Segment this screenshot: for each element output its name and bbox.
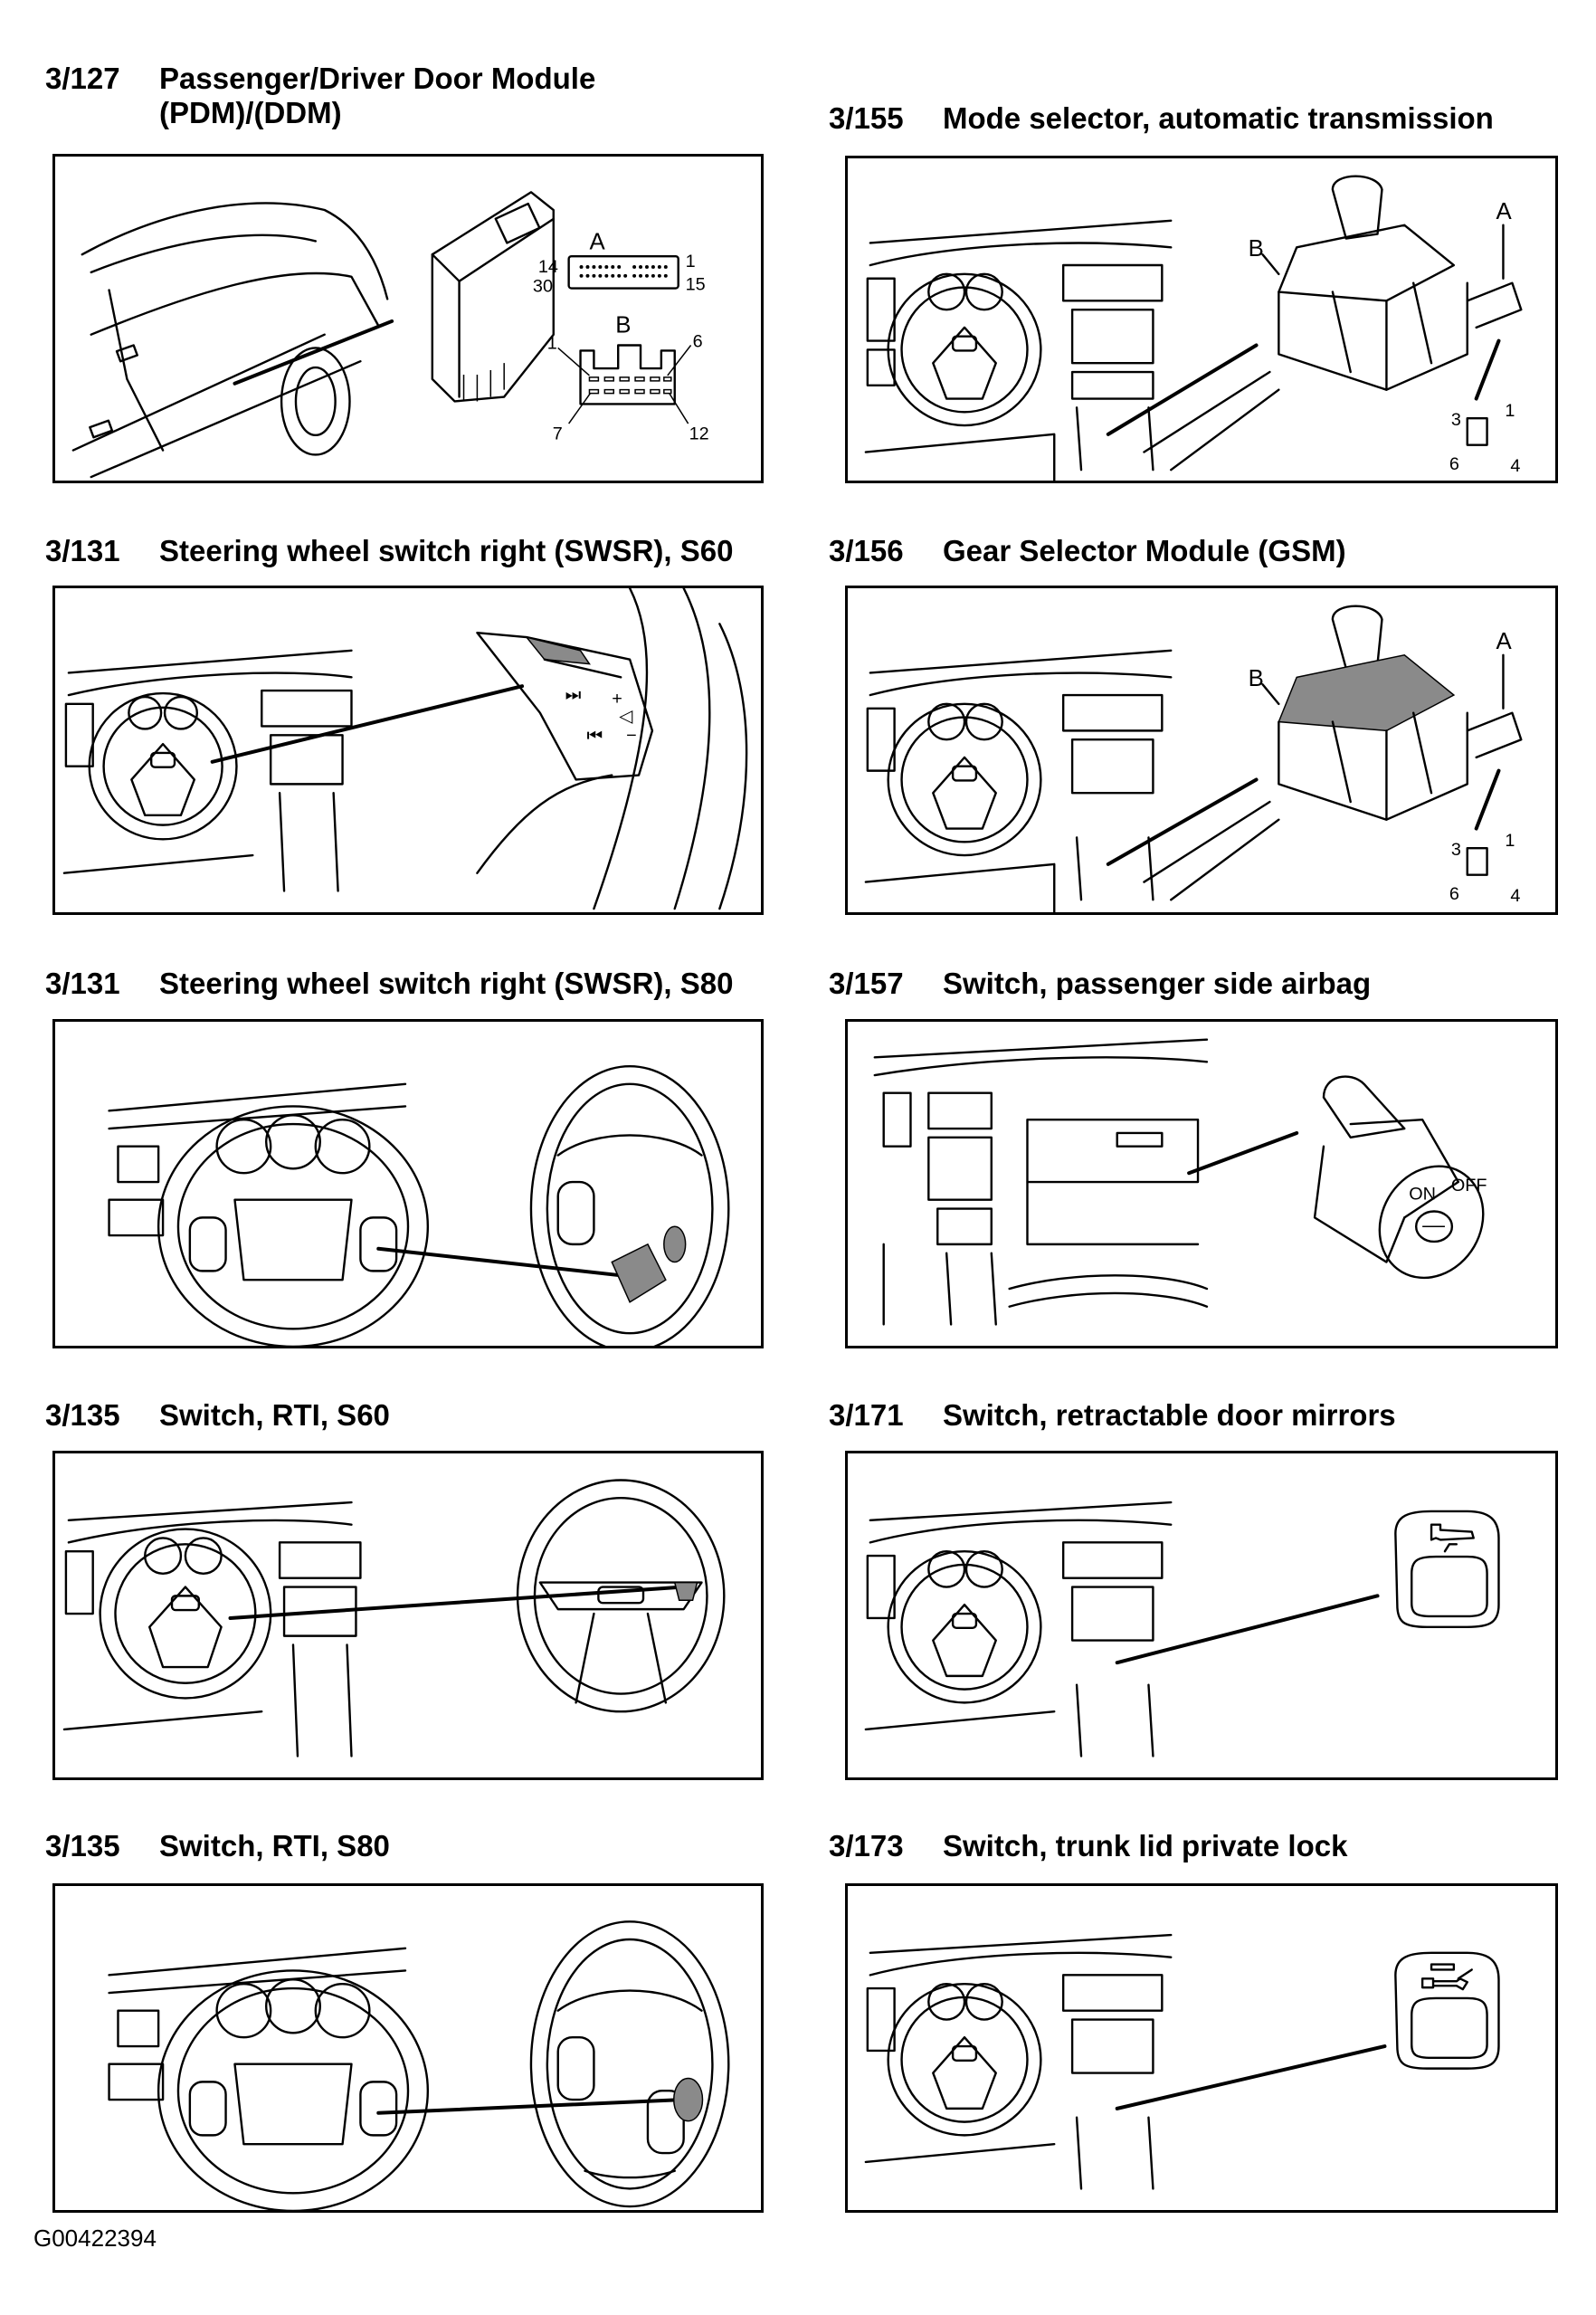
trunk-lock-illustration [848, 1886, 1555, 2210]
volume-plus-icon: + [612, 689, 622, 709]
heading-rti-s80: 3/135 Switch, RTI, S80 [45, 1829, 390, 1863]
mirror-icon [1431, 1525, 1474, 1540]
callout-b: B [1249, 236, 1264, 262]
pin-3: 3 [1451, 840, 1461, 860]
leader-line [378, 1249, 621, 1276]
airbag-on-label: ON [1409, 1185, 1436, 1205]
figure-rti-s60 [52, 1451, 764, 1780]
leader-line [1117, 1596, 1378, 1662]
pin-4: 4 [1510, 456, 1520, 476]
rti-s80-illustration [55, 1886, 761, 2210]
section-code: 3/131 [45, 967, 120, 1000]
pin-30: 30 [533, 277, 553, 297]
heading-swsr-s80: 3/131 Steering wheel switch right (SWSR),… [45, 967, 733, 1001]
section-title: Passenger/Driver Door Module(PDM)/(DDM) [159, 62, 595, 130]
airbag-off-label: OFF [1451, 1176, 1487, 1196]
pin-b-6: 6 [693, 332, 703, 352]
fold-arrow-icon [1445, 1544, 1457, 1551]
pin-6: 6 [1449, 884, 1459, 904]
section-title: Steering wheel switch right (SWSR), S80 [159, 967, 734, 1000]
section-code: 3/157 [829, 967, 904, 1000]
figure-id: G00422394 [33, 2224, 157, 2252]
figure-rti-s80 [52, 1883, 764, 2213]
callout-a: A [1496, 199, 1513, 224]
pin-3: 3 [1451, 410, 1461, 430]
section-title: Switch, retractable door mirrors [943, 1398, 1396, 1432]
heading-gsm: 3/156 Gear Selector Module (GSM) [829, 534, 1346, 568]
connector-b-label: B [615, 313, 631, 338]
pin-1: 1 [1505, 401, 1515, 421]
section-code: 3/127 [45, 62, 120, 95]
leader-line [1189, 1133, 1297, 1173]
indicator-icon [1431, 1965, 1454, 1970]
pin-4: 4 [1510, 886, 1520, 906]
key-icon [1422, 1978, 1468, 1989]
pin-b-12: 12 [689, 424, 709, 444]
pin-1: 1 [686, 252, 696, 272]
section-code: 3/173 [829, 1829, 904, 1862]
rti-s60-illustration [55, 1453, 761, 1777]
door-module-illustration: A 14 1 30 15 B 1 6 7 12 [55, 157, 709, 481]
callout-a: A [1496, 629, 1513, 654]
title-line-2: (PDM)/(DDM) [159, 96, 342, 129]
section-title: Mode selector, automatic transmission [943, 101, 1494, 135]
section-title: Switch, RTI, S60 [159, 1398, 390, 1432]
heading-rti-s60: 3/135 Switch, RTI, S60 [45, 1398, 390, 1433]
section-code: 3/135 [45, 1829, 120, 1862]
heading-mode-selector: 3/155 Mode selector, automatic transmissi… [829, 101, 1494, 136]
section-title: Switch, trunk lid private lock [943, 1829, 1348, 1862]
leader-line [213, 686, 522, 762]
section-title: Steering wheel switch right (SWSR), S60 [159, 534, 734, 567]
leader-line [378, 2100, 683, 2113]
figure-door-mirrors [845, 1451, 1558, 1780]
volume-minus-icon: − [626, 726, 637, 746]
title-line-1: Passenger/Driver Door Module [159, 62, 596, 95]
heading-swsr-s60: 3/131 Steering wheel switch right (SWSR),… [45, 534, 733, 568]
leader-line [1117, 2046, 1385, 2109]
figure-door-module: A 14 1 30 15 B 1 6 7 12 [52, 154, 764, 483]
section-title: Switch, passenger side airbag [943, 967, 1372, 1000]
pin-14: 14 [538, 257, 558, 277]
heading-door-mirrors: 3/171 Switch, retractable door mirrors [829, 1398, 1396, 1433]
gsm-illustration: A B 3 1 6 4 [848, 588, 1555, 912]
pin-6: 6 [1449, 454, 1459, 474]
leader-line [234, 321, 392, 384]
swsr-s80-illustration [55, 1022, 761, 1346]
swsr-s60-illustration: ⏭ ⏮ + ◁ − [55, 588, 761, 912]
door-mirrors-illustration [848, 1453, 1555, 1777]
section-code: 3/155 [829, 101, 904, 135]
pin-1: 1 [1505, 831, 1515, 851]
section-title: Gear Selector Module (GSM) [943, 534, 1346, 567]
pin-15: 15 [686, 275, 706, 295]
prev-track-icon: ⏮ [586, 726, 603, 746]
figure-trunk-lock [845, 1883, 1558, 2213]
figure-mode-selector: A B 3 1 6 4 [845, 156, 1558, 483]
connector-a-label: A [589, 229, 605, 254]
leader-line [1108, 779, 1257, 863]
airbag-switch-illustration: ON OFF [848, 1022, 1487, 1346]
mode-selector-illustration: A B 3 1 6 4 [848, 158, 1555, 481]
section-code: 3/171 [829, 1398, 904, 1432]
heading-airbag-switch: 3/157 Switch, passenger side airbag [829, 967, 1371, 1001]
figure-airbag-switch: ON OFF [845, 1019, 1558, 1348]
figure-swsr-s80 [52, 1019, 764, 1348]
next-track-icon: ⏭ [565, 685, 582, 705]
section-code: 3/131 [45, 534, 120, 567]
speaker-icon: ◁ [619, 707, 633, 727]
section-title: Switch, RTI, S80 [159, 1829, 390, 1862]
callout-b: B [1249, 666, 1264, 691]
pin-b-1: 1 [547, 334, 557, 354]
heading-trunk-lock: 3/173 Switch, trunk lid private lock [829, 1829, 1347, 1863]
leader-line [1108, 346, 1257, 434]
figure-swsr-s60: ⏭ ⏮ + ◁ − [52, 586, 764, 915]
figure-gsm: A B 3 1 6 4 [845, 586, 1558, 915]
section-code: 3/135 [45, 1398, 120, 1432]
pin-b-7: 7 [553, 424, 563, 444]
leader-line [231, 1587, 684, 1618]
heading-door-module: 3/127 Passenger/Driver Door Module(PDM)/(… [45, 62, 595, 130]
section-code: 3/156 [829, 534, 904, 567]
